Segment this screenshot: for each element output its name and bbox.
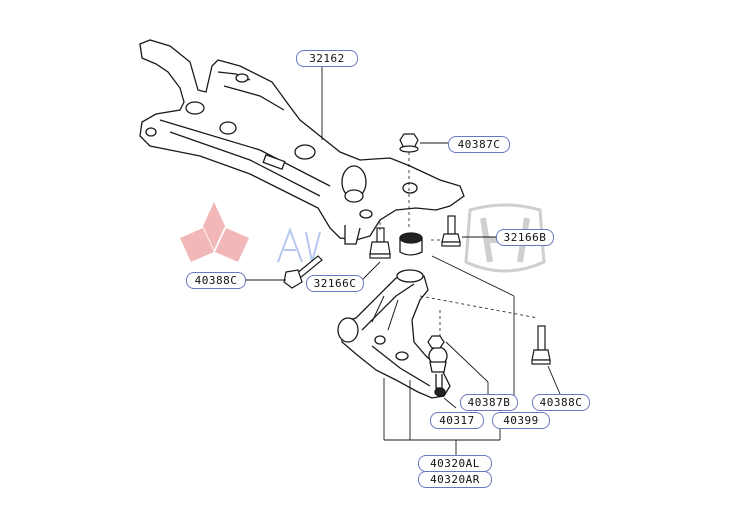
leader-lines <box>244 66 561 456</box>
bolt-32166C[interactable] <box>369 227 391 259</box>
label-40320AL[interactable]: 40320AL <box>418 455 492 472</box>
label-40387B[interactable]: 40387B <box>460 394 518 411</box>
lower-control-arm[interactable] <box>337 269 451 399</box>
nut-40387B[interactable] <box>427 335 445 349</box>
ak-watermark <box>277 227 321 263</box>
bolt-32166B[interactable] <box>441 215 461 247</box>
bolt-40388C-right[interactable] <box>531 325 551 365</box>
label-40388C-right[interactable]: 40388C <box>532 394 590 411</box>
assembly-dashed-lines <box>379 152 539 336</box>
label-40399[interactable]: 40399 <box>492 412 550 429</box>
crossmember-32162[interactable] <box>139 39 465 245</box>
label-32166C[interactable]: 32166C <box>306 275 364 292</box>
bolt-40387C[interactable] <box>399 133 419 153</box>
label-32166B[interactable]: 32166B <box>496 229 554 246</box>
mitsubishi-logo-watermark <box>180 202 249 262</box>
label-40320AR[interactable]: 40320AR <box>418 471 492 488</box>
ball-joint-40317[interactable] <box>428 346 448 397</box>
label-32162[interactable]: 32162 <box>296 50 358 67</box>
label-40387C[interactable]: 40387C <box>448 136 510 153</box>
bushing-40399[interactable] <box>399 232 423 256</box>
label-40388C-left[interactable]: 40388C <box>186 272 246 289</box>
label-40317[interactable]: 40317 <box>430 412 484 429</box>
